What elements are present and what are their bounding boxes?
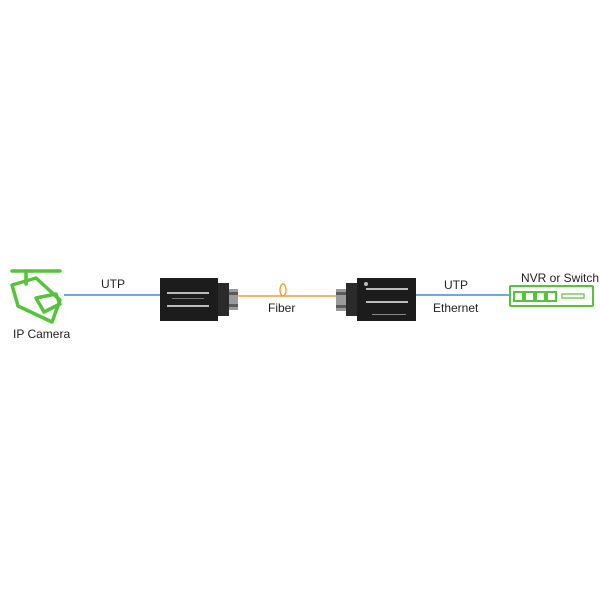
ip-camera-icon [10, 269, 62, 324]
camera-label: IP Camera [13, 327, 71, 341]
fiber-label: Fiber [268, 301, 296, 315]
utp-left-label: UTP [101, 277, 125, 291]
media-converter-left [160, 278, 238, 321]
media-converter-right [336, 278, 416, 321]
fiber-cable [238, 283, 336, 297]
nvr-switch-icon [509, 285, 594, 307]
nvr-label: NVR or Switch [521, 271, 600, 285]
utp-right-label: UTP [444, 278, 468, 292]
ethernet-label: Ethernet [433, 301, 479, 315]
